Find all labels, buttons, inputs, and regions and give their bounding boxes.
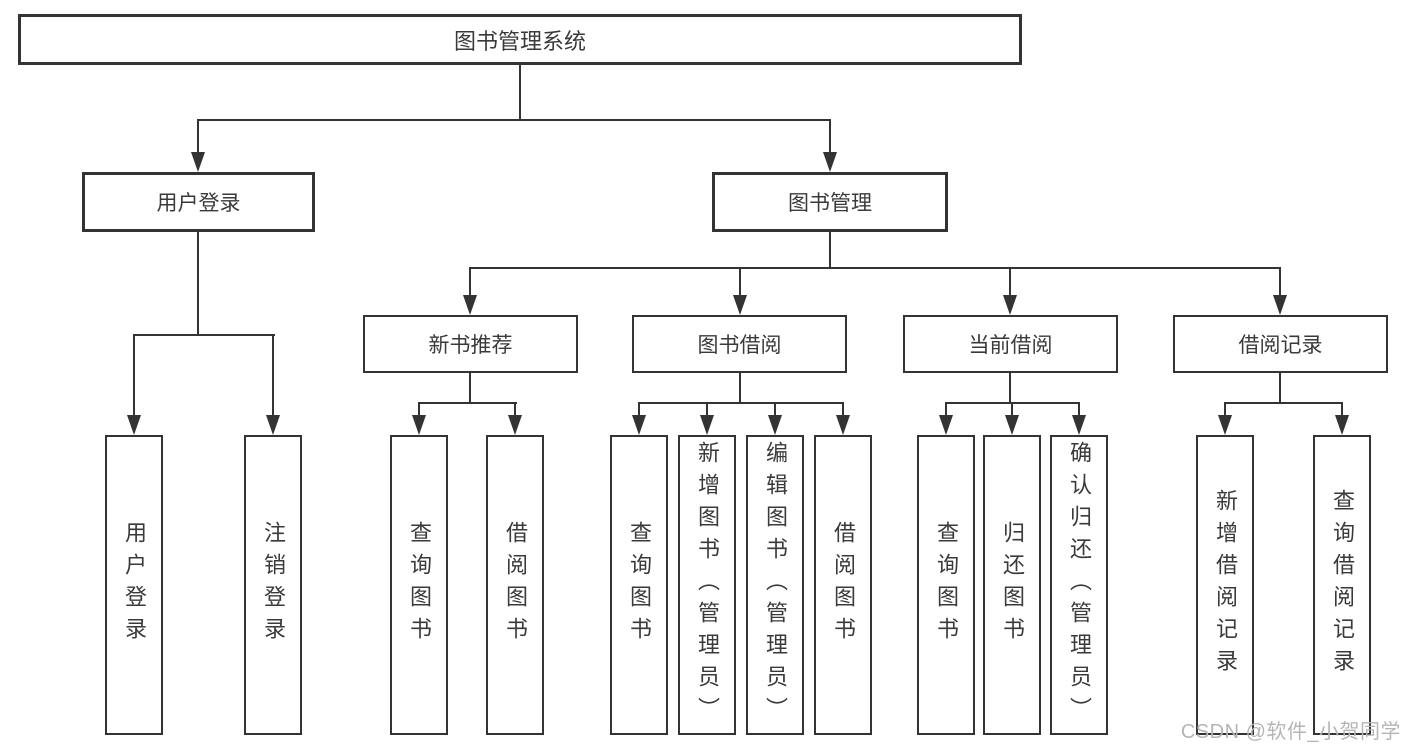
connector-stem — [1009, 373, 1011, 404]
node-borrowing-records-label: 借阅记录 — [1238, 334, 1323, 357]
leaf-query-books-3: 查询图书 — [917, 435, 975, 735]
arrow-down-icon — [733, 295, 747, 315]
leaf-user-login: 用户登录 — [105, 435, 163, 735]
connector-drop — [945, 402, 947, 417]
arrow-down-icon — [823, 152, 837, 172]
leaf-confirm-return-admin: 确认归还（管理员） — [1050, 435, 1108, 735]
node-borrowing-records: 借阅记录 — [1173, 315, 1388, 373]
leaf-add-books-admin: 新增图书（管理员） — [678, 435, 736, 735]
node-root: 图书管理系统 — [18, 14, 1022, 65]
connector-root-stem — [519, 65, 521, 121]
connector-branch — [133, 334, 275, 336]
connector-drop — [774, 402, 776, 417]
arrow-down-icon — [768, 415, 782, 435]
leaf-borrow-books-1-label: 借阅图书 — [503, 521, 528, 649]
node-new-book-recommend-label: 新书推荐 — [428, 334, 513, 357]
leaf-edit-books-admin-label: 编辑图书（管理员） — [763, 441, 788, 729]
leaf-logout: 注销登录 — [244, 435, 302, 735]
connector-drop — [829, 119, 831, 154]
connector-root-branch — [197, 119, 831, 121]
arrow-down-icon — [1072, 415, 1086, 435]
arrow-down-icon — [836, 415, 850, 435]
connector-drop — [418, 402, 420, 417]
connector-stem — [469, 373, 471, 404]
leaf-add-borrow-record-label: 新增借阅记录 — [1213, 489, 1238, 681]
arrow-down-icon — [1218, 415, 1232, 435]
connector-drop — [842, 402, 844, 417]
arrow-down-icon — [1335, 415, 1349, 435]
connector-drop — [1279, 267, 1281, 297]
watermark: CSDN @软件_小贺同学 — [1180, 721, 1401, 743]
leaf-query-books-1: 查询图书 — [390, 435, 448, 735]
leaf-confirm-return-admin-label: 确认归还（管理员） — [1067, 441, 1092, 729]
connector-stem — [1279, 373, 1281, 404]
arrow-down-icon — [412, 415, 426, 435]
node-current-borrowing: 当前借阅 — [903, 315, 1118, 373]
connector-drop — [272, 334, 274, 416]
connector-stem — [197, 232, 199, 336]
leaf-query-books-1-label: 查询图书 — [407, 521, 432, 649]
arrow-down-icon — [191, 152, 205, 172]
arrow-down-icon — [1273, 295, 1287, 315]
leaf-return-books: 归还图书 — [983, 435, 1041, 735]
node-book-management: 图书管理 — [712, 172, 948, 232]
arrow-down-icon — [700, 415, 714, 435]
arrow-down-icon — [508, 415, 522, 435]
node-book-borrowing-label: 图书借阅 — [697, 334, 782, 357]
connector-branch — [469, 267, 1281, 269]
connector-drop — [1224, 402, 1226, 417]
connector-drop — [739, 267, 741, 297]
leaf-borrow-books-1: 借阅图书 — [486, 435, 544, 735]
arrow-down-icon — [1005, 415, 1019, 435]
connector-drop — [1341, 402, 1343, 417]
connector-branch — [638, 402, 844, 404]
node-root-label: 图书管理系统 — [453, 28, 586, 54]
connector-drop — [638, 402, 640, 417]
leaf-query-books-3-label: 查询图书 — [934, 521, 959, 649]
leaf-query-borrow-record-label: 查询借阅记录 — [1330, 489, 1355, 681]
connector-drop — [133, 334, 135, 416]
arrow-down-icon — [463, 295, 477, 315]
arrow-down-icon — [266, 415, 280, 435]
arrow-down-icon — [939, 415, 953, 435]
leaf-add-borrow-record: 新增借阅记录 — [1196, 435, 1254, 735]
node-user-login: 用户登录 — [82, 172, 315, 232]
leaf-edit-books-admin: 编辑图书（管理员） — [746, 435, 804, 735]
connector-drop — [706, 402, 708, 417]
node-new-book-recommend: 新书推荐 — [363, 315, 578, 373]
connector-drop — [1078, 402, 1080, 417]
node-user-login-label: 用户登录 — [156, 192, 241, 215]
connector-branch — [1224, 402, 1343, 404]
arrow-down-icon — [127, 415, 141, 435]
leaf-add-books-admin-label: 新增图书（管理员） — [695, 441, 720, 729]
connector-drop — [469, 267, 471, 297]
leaf-query-books-2-label: 查询图书 — [627, 521, 652, 649]
leaf-return-books-label: 归还图书 — [1000, 521, 1025, 649]
leaf-borrow-books-2: 借阅图书 — [814, 435, 872, 735]
node-book-management-label: 图书管理 — [788, 192, 872, 215]
connector-drop — [1011, 402, 1013, 417]
leaf-user-login-label: 用户登录 — [122, 521, 147, 649]
leaf-query-borrow-record: 查询借阅记录 — [1313, 435, 1371, 735]
connector-drop — [514, 402, 516, 417]
node-current-borrowing-label: 当前借阅 — [968, 334, 1053, 357]
connector-stem — [829, 232, 831, 269]
connector-drop — [197, 119, 199, 154]
node-book-borrowing: 图书借阅 — [632, 315, 847, 373]
connector-branch — [418, 402, 517, 404]
arrow-down-icon — [632, 415, 646, 435]
connector-stem — [739, 373, 741, 404]
leaf-query-books-2: 查询图书 — [610, 435, 668, 735]
leaf-borrow-books-2-label: 借阅图书 — [831, 521, 856, 649]
leaf-logout-label: 注销登录 — [261, 521, 286, 649]
connector-drop — [1009, 267, 1011, 297]
arrow-down-icon — [1003, 295, 1017, 315]
